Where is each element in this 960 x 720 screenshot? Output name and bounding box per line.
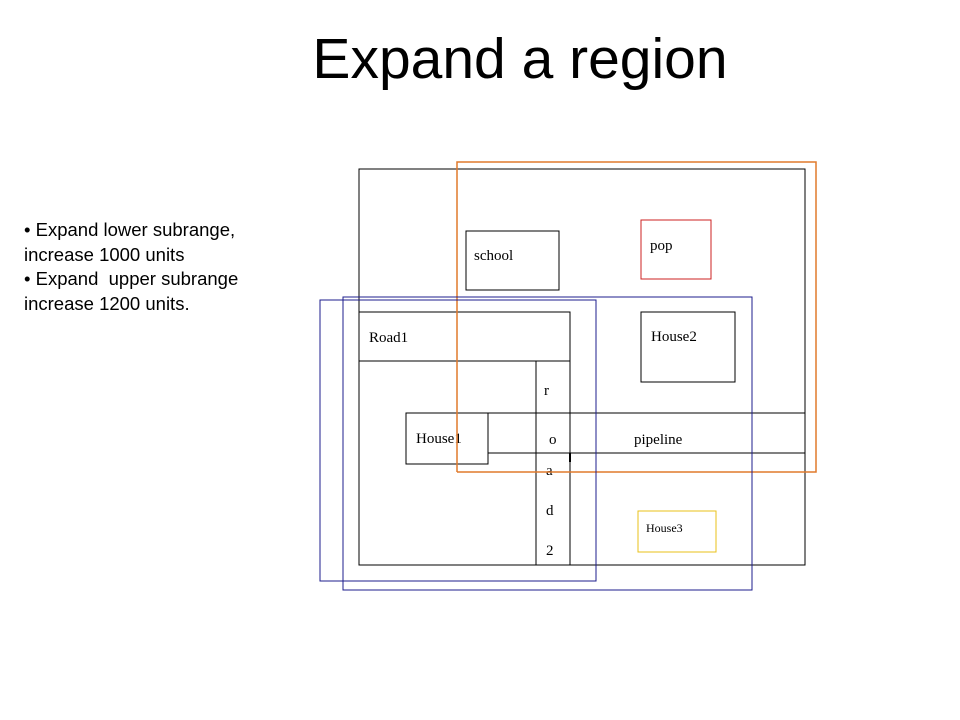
slide-title: Expand a region — [312, 27, 728, 91]
house3-label: House3 — [646, 521, 683, 535]
road2-letter-r: r — [544, 383, 549, 399]
road1-box — [358, 311, 571, 362]
house3-box — [637, 510, 717, 553]
school-label: school — [474, 248, 513, 264]
bullet-expand-upper: • Expand upper subrange increase 1200 un… — [24, 268, 239, 314]
pop-label: pop — [650, 238, 673, 254]
pop-box — [640, 219, 712, 280]
bullet-expand-lower: • Expand lower subrange, increase 1000 u… — [24, 219, 236, 265]
house2-box — [640, 311, 736, 383]
school-box — [465, 230, 560, 291]
road1-label: Road1 — [369, 330, 408, 346]
road2-letter-d: d — [546, 503, 554, 519]
road2-letter-a: a — [546, 463, 553, 479]
original-region — [358, 168, 806, 566]
road2-letter-2: 2 — [546, 543, 554, 559]
upper-expanded-region — [456, 161, 817, 473]
house1-label: House1 — [416, 431, 462, 447]
road2-letter-o: o — [549, 432, 557, 448]
lower-expanded-region-outer — [342, 296, 753, 591]
lower-expanded-region-inner — [319, 299, 597, 582]
house1-box — [405, 412, 489, 465]
bullet-list: • Expand lower subrange, increase 1000 u… — [24, 218, 324, 316]
pipeline-label: pipeline — [634, 432, 683, 448]
house2-label: House2 — [651, 329, 697, 345]
